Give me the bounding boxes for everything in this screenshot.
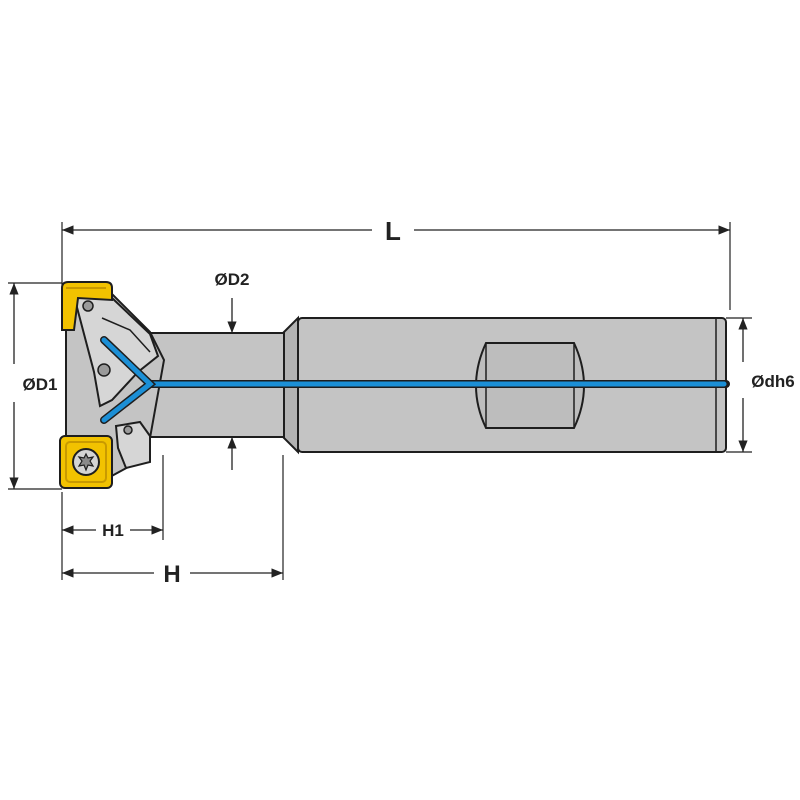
lower-insert: [59, 435, 113, 489]
dimension-label-D1: ØD1: [23, 375, 58, 394]
coolant-channel: [100, 336, 730, 424]
dimension-label-L: L: [385, 216, 401, 246]
dimension-lines: [9, 225, 748, 578]
dimension-label-D2: ØD2: [215, 270, 250, 289]
dimension-label-H1: H1: [102, 521, 124, 540]
upper-screw-icon: [82, 300, 94, 312]
torx-screw-icon: [77, 452, 95, 472]
dimension-label-dh6: Ødh6: [751, 372, 794, 391]
upper-insert: [61, 281, 113, 331]
clamp-screw-icon: [97, 363, 111, 377]
lower-clamp: [114, 420, 151, 470]
dimension-label-H: H: [163, 561, 180, 588]
lower-clamp-screw-icon: [123, 425, 133, 435]
